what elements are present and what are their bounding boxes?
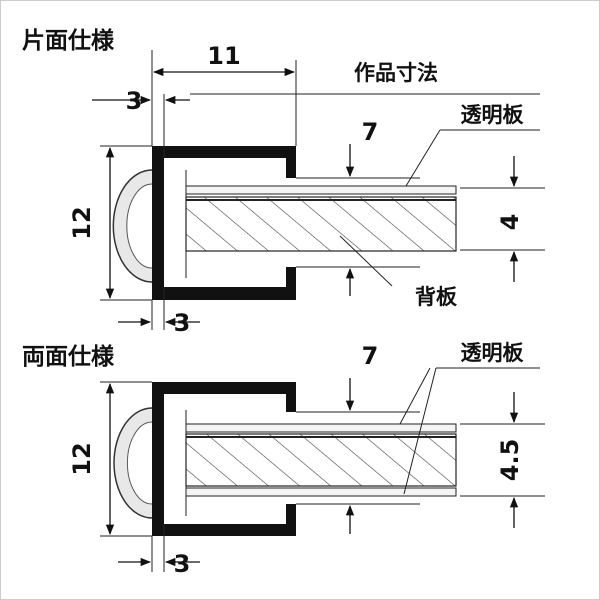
single-dim-7: 7	[362, 118, 379, 146]
double-acrylic-front	[185, 423, 457, 433]
single-sided-section: 11 3 作品寸法 7 透明板 12 4 背板	[22, 27, 545, 337]
single-acrylic-plate	[185, 185, 457, 195]
single-dim-3-bottom: 3	[174, 309, 191, 337]
single-backboard	[185, 196, 457, 252]
single-label-artwork: 作品寸法	[354, 61, 438, 85]
double-dim-7: 7	[362, 342, 379, 370]
single-label-acrylic: 透明板	[461, 103, 525, 127]
single-hook-inner	[126, 183, 153, 269]
single-heading: 片面仕様	[22, 27, 115, 54]
double-dim-3-bottom: 3	[174, 550, 191, 578]
double-dim-12: 12	[68, 442, 96, 475]
double-backboard	[185, 433, 457, 487]
double-heading: 両面仕様	[22, 343, 115, 370]
double-sided-section: 7 透明板 12 4.5 3 両面仕様	[22, 341, 545, 578]
single-dim-3-left: 3	[126, 87, 143, 115]
double-acrylic-back	[185, 487, 457, 497]
double-label-acrylic: 透明板	[461, 341, 525, 365]
double-dim-4-5: 4.5	[496, 439, 524, 482]
single-label-backboard: 背板	[415, 285, 458, 309]
single-dim-12: 12	[68, 206, 96, 239]
single-dim-11: 11	[207, 42, 240, 70]
single-dim-4: 4	[496, 214, 524, 231]
